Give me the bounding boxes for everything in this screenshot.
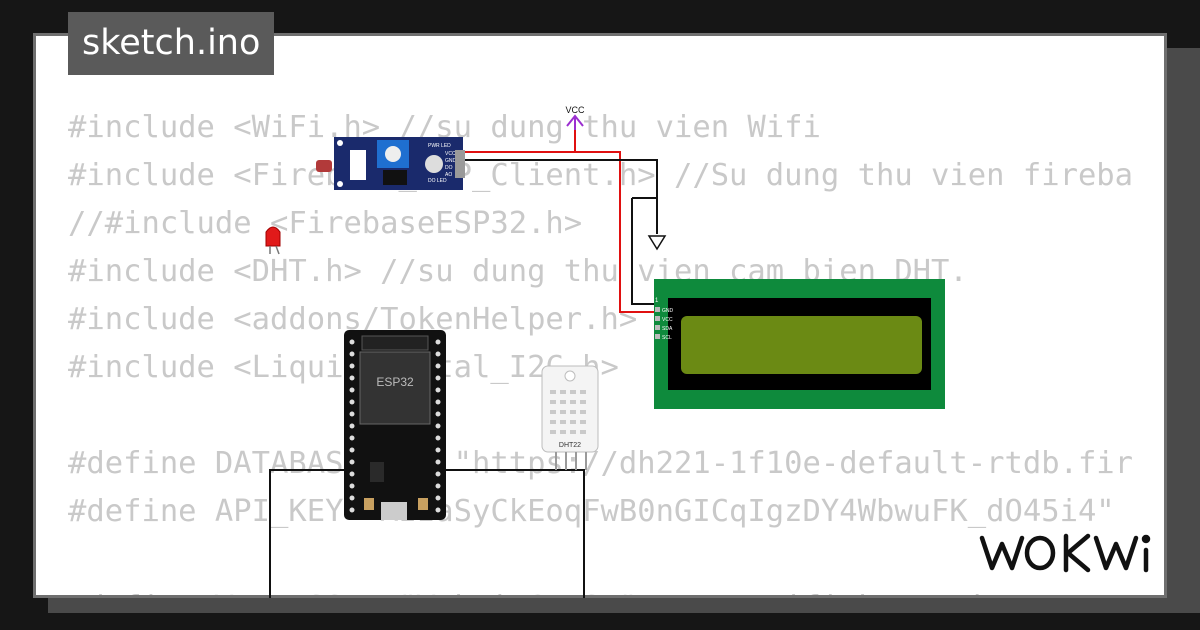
esp32-label: ESP32 [376, 375, 414, 389]
lcd-pin-number: 1 [655, 298, 659, 304]
esp32-board[interactable]: ESP32 [344, 330, 446, 520]
ldr-pin-ao: AO [445, 172, 452, 178]
esp32-button-en-icon [364, 498, 374, 510]
ldr-sensor-resistor [316, 160, 332, 172]
red-led[interactable] [265, 226, 281, 255]
ldr-mount-hole [337, 140, 343, 146]
led-body-icon [265, 226, 281, 247]
ground-icon [647, 235, 667, 251]
ldr-terminal [350, 150, 366, 180]
ldr-label-do: DO LED [428, 178, 447, 184]
ldr-chip [383, 170, 407, 185]
esp32-pins-right [435, 339, 441, 513]
ldr-pin-vcc: VCC [445, 151, 456, 157]
vcc-symbol[interactable]: VCC [565, 105, 585, 130]
esp32-module [359, 351, 431, 425]
code-line-3: //#include <FirebaseESP32.h> [68, 206, 583, 241]
ldr-header-pins [455, 150, 465, 178]
ldr-sensor-module[interactable]: VCC GND DO AO PWR LED DO LED [316, 137, 465, 190]
wire-esp-left [269, 469, 346, 598]
code-line-11: #define WIFI_SSID "Wokwi-GUEST" //ten wi… [68, 584, 1134, 595]
ldr-label-pwr: PWR LED [428, 143, 451, 149]
esp32-pins-left [349, 339, 355, 513]
code-line-9: #define API_KEY "AIzaSyCkEoqFwB0nGICqIgz… [68, 494, 1115, 529]
ldr-pin-do: DO [445, 165, 453, 171]
esp32-regulator [370, 462, 384, 482]
lcd-pin-vcc: VCC [662, 317, 673, 323]
project-card[interactable]: #include <WiFi.h> //su dung thu vien Wif… [33, 33, 1167, 598]
code-line-1: #include <WiFi.h> //su dung thu vien Wif… [68, 110, 821, 145]
esp32-antenna [361, 335, 429, 351]
wokwi-logo-icon [979, 533, 1151, 573]
lcd-screen [681, 316, 922, 374]
ldr-led-icon [425, 155, 443, 173]
lcd-pin-gnd: GND [662, 308, 674, 314]
lcd-display[interactable]: 1 GND VCC SDA SCL [654, 279, 945, 409]
vcc-arrow-icon [566, 114, 584, 130]
wire-esp-right [430, 469, 585, 598]
wires [269, 128, 658, 598]
usb-port-icon [381, 502, 407, 520]
file-title-tab[interactable]: sketch.ino [68, 12, 275, 75]
dht22-grille [550, 390, 586, 434]
dht22-pins [555, 452, 587, 470]
ldr-pin-gnd: GND [445, 158, 457, 164]
esp32-button-boot-icon [418, 498, 428, 510]
wokwi-logo[interactable] [976, 522, 1152, 582]
dht22-sensor[interactable]: DHT22 [541, 365, 599, 470]
vcc-label: VCC [565, 105, 585, 115]
lcd-pin-scl: SCL [662, 335, 672, 341]
dht22-label: DHT22 [559, 442, 581, 449]
led-legs [269, 245, 280, 255]
code-line-2: #include <Firebase_ESP_Client.h> //Su du… [68, 158, 1134, 193]
lcd-pin-pads [655, 307, 660, 339]
wire-gnd-black [462, 159, 658, 234]
dht22-mount-hole [564, 370, 576, 382]
lcd-pin-sda: SDA [662, 326, 673, 332]
ldr-mount-hole [337, 181, 343, 187]
wire-vcc-red [462, 128, 656, 313]
wire-gnd-lcd [631, 197, 657, 305]
gnd-symbol[interactable] [647, 235, 667, 251]
potentiometer-knob-icon [385, 146, 401, 162]
